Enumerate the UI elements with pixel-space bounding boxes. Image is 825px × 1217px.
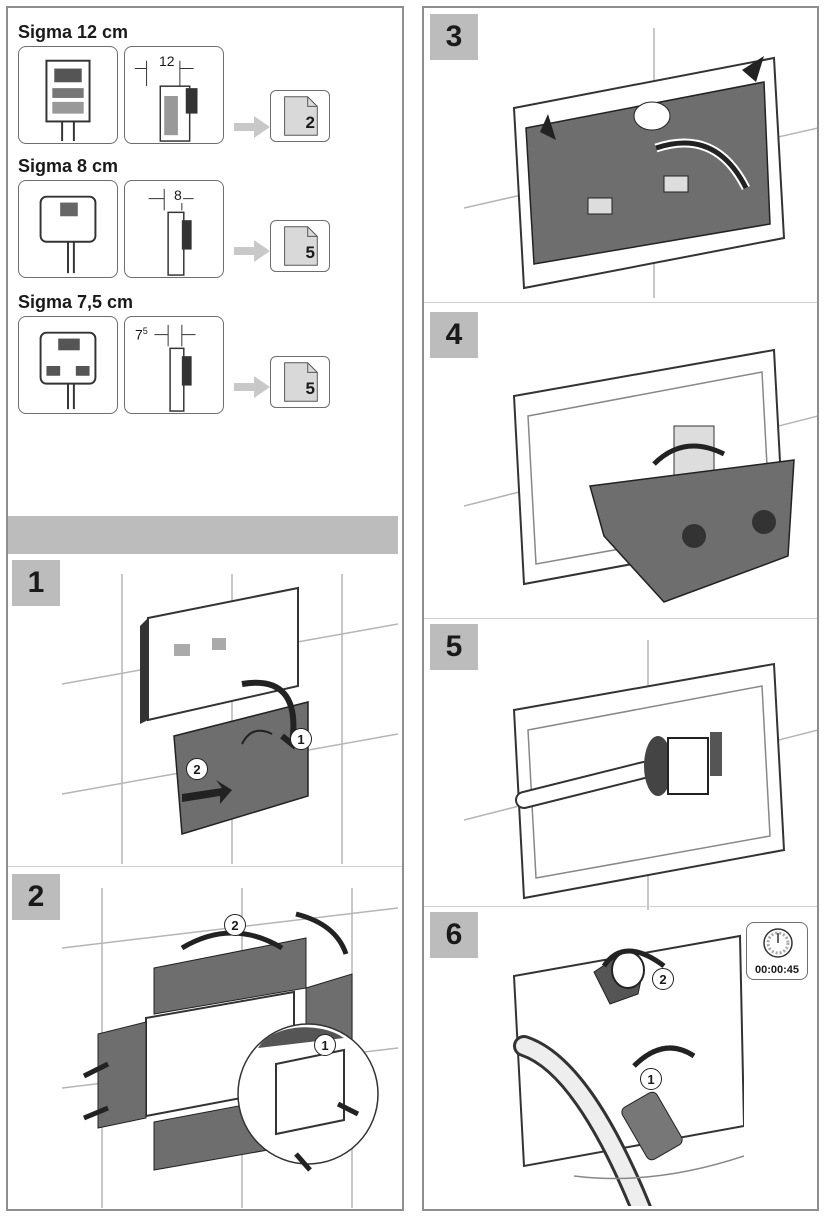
- step-divider: [424, 618, 817, 619]
- sigma-12-frame-thumbnail: [18, 46, 118, 144]
- sigma-12-depth-thumbnail: [124, 46, 224, 144]
- step-divider: [8, 866, 402, 867]
- sigma-12-dimension-label: 12: [158, 53, 176, 69]
- step-3-illustration: [464, 28, 817, 298]
- step-1-callout-1: 1: [290, 728, 312, 750]
- step-2-callout-2: 2: [224, 914, 246, 936]
- page-reference-number: 5: [305, 379, 315, 398]
- left-instruction-panel: Sigma 12 cm 12 2 Sigma 8 cm 8 5 Sigma 7,…: [6, 6, 404, 1211]
- step-2-callout-1: 1: [314, 1034, 336, 1056]
- step-4-illustration: [464, 326, 817, 616]
- page-reference-number: 5: [305, 243, 315, 262]
- step-2-illustration: [62, 888, 398, 1208]
- right-instruction-panel: 3 4 5: [422, 6, 819, 1211]
- right-arrow-icon: [234, 116, 270, 138]
- variant-title-sigma-8: Sigma 8 cm: [18, 156, 119, 176]
- step-6-callout-1: 1: [640, 1068, 662, 1090]
- variant-title-sigma-7-5: Sigma 7,5 cm: [18, 292, 134, 312]
- step-3-badge: 3: [430, 14, 478, 60]
- variant-title-sigma-12: Sigma 12 cm: [18, 22, 129, 42]
- step-5-badge: 5: [430, 624, 478, 670]
- step-1-illustration: [62, 574, 398, 864]
- step-4-badge: 4: [430, 312, 478, 358]
- step-1-header-band: [8, 516, 398, 554]
- right-arrow-icon: [234, 240, 270, 262]
- page-reference-number: 2: [305, 113, 315, 132]
- step-1-callout-2: 2: [186, 758, 208, 780]
- step-6-callout-2: 2: [652, 968, 674, 990]
- page-reference-2[interactable]: 2: [270, 90, 330, 142]
- step-divider: [424, 302, 817, 303]
- sigma-7-5-dimension-label: 75: [134, 324, 149, 343]
- step-6-badge: 6: [430, 912, 478, 958]
- dimension-base: 7: [135, 326, 143, 343]
- timer-duration: 00:00:45: [754, 964, 800, 976]
- step-5-illustration: [464, 640, 817, 910]
- dimension-sup: 5: [142, 326, 148, 336]
- right-arrow-icon: [234, 376, 270, 398]
- sigma-7-5-frame-thumbnail: [18, 316, 118, 414]
- step-1-badge: 1: [12, 560, 60, 606]
- step-6-illustration: [464, 926, 744, 1206]
- sigma-8-frame-thumbnail: [18, 180, 118, 278]
- stopwatch-icon: [763, 928, 793, 958]
- sigma-8-dimension-label: 8: [173, 187, 183, 203]
- step-divider: [424, 906, 817, 907]
- page-reference-5-b[interactable]: 5: [270, 356, 330, 408]
- page-reference-5-a[interactable]: 5: [270, 220, 330, 272]
- timer-box: 00:00:45: [746, 922, 808, 980]
- step-2-badge: 2: [12, 874, 60, 920]
